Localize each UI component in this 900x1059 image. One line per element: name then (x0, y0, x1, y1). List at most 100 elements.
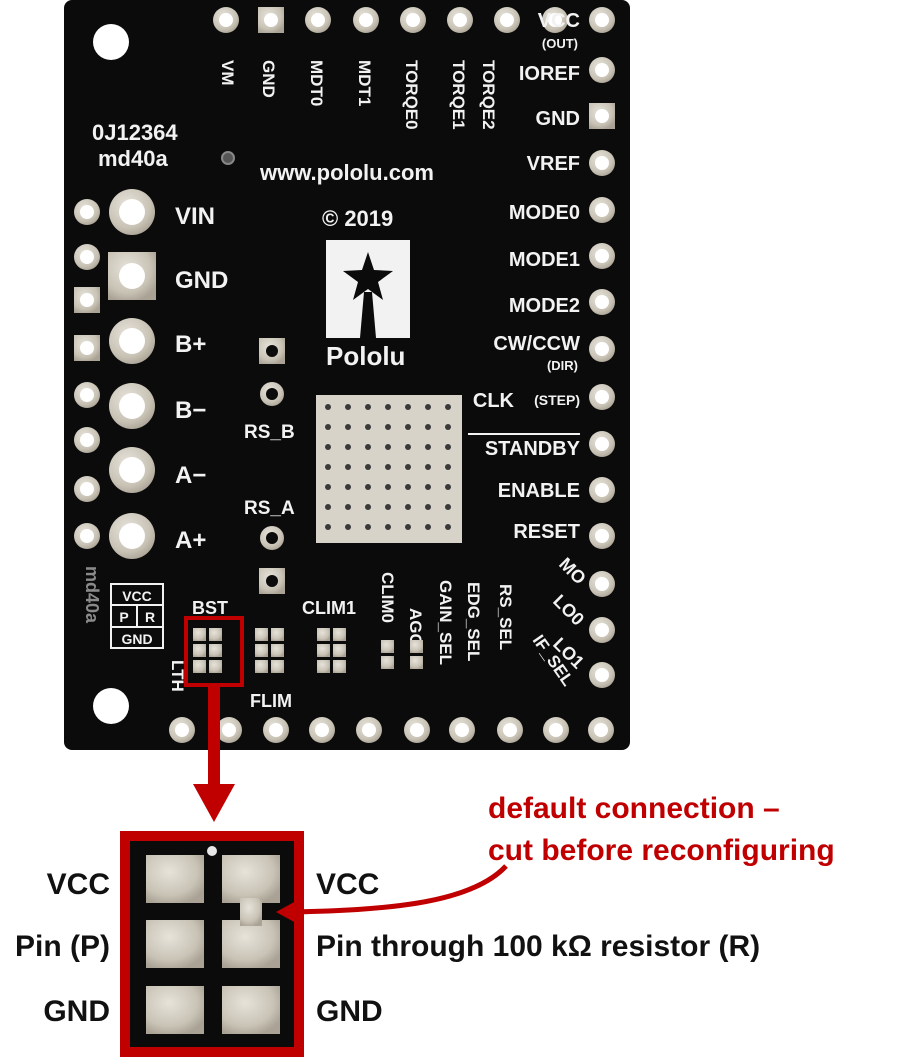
pin-label-cw-ccw: CW/CCW (493, 333, 580, 355)
jumper-pad-group (317, 628, 346, 673)
right-pin-hole (589, 57, 615, 83)
bottom-pin-hole (588, 717, 614, 743)
pin-label-enable: ENABLE (498, 480, 580, 502)
pin-sublabel-step: (STEP) (534, 392, 580, 408)
top-pin-hole (213, 7, 239, 33)
right-pin-hole (589, 523, 615, 549)
terminal-side-hole (74, 523, 100, 549)
top-pin-hole (494, 7, 520, 33)
closeup-pad-gnd-right (222, 986, 280, 1034)
pin-label-torqe1: TORQE1 (449, 60, 468, 130)
closeup-pad-pin-left (146, 920, 204, 968)
pin-label-torqe2: TORQE2 (479, 60, 498, 130)
right-pin-hole (589, 431, 615, 457)
legend-p: P (119, 609, 128, 625)
config-label-bst: BST (192, 598, 228, 618)
config-label-agc: AGC (406, 608, 425, 646)
jumper-pad-group (255, 628, 284, 673)
jumper-pad-group (410, 640, 423, 669)
zoom-arrow (193, 684, 235, 822)
rs-a-label: RS_A (244, 498, 295, 519)
note-line-2: cut before reconfiguring (488, 834, 835, 867)
top-pin-hole (305, 7, 331, 33)
jumper-closeup (120, 831, 304, 1057)
right-label-gnd: GND (316, 995, 383, 1028)
pin-label-mode2: MODE2 (509, 295, 580, 317)
terminal-side-hole (74, 427, 100, 453)
right-label-vcc: VCC (316, 868, 379, 901)
right-pin-hole (589, 197, 615, 223)
copyright: © 2019 (322, 206, 393, 231)
right-label-pin-resistor: Pin through 100 kΩ resistor (R) (316, 930, 760, 963)
config-label-gain-sel: GAIN_SEL (436, 580, 455, 665)
jumper-legend: VCC P R GND (110, 583, 164, 649)
closeup-pad-vcc-left (146, 855, 204, 903)
terminal-side-hole (74, 287, 100, 313)
top-pin-labels: VM GND MDT0 MDT1 TORQE0 TORQE1 TORQE2 (218, 60, 498, 130)
bottom-pin-hole (356, 717, 382, 743)
right-pin-hole (589, 336, 615, 362)
bottom-pin-row (169, 717, 614, 743)
top-pin-hole (542, 7, 568, 33)
terminal-label-gnd: GND (175, 267, 228, 294)
top-pin-hole (400, 7, 426, 33)
note-line-1: default connection – (488, 792, 780, 825)
right-pin-hole (589, 617, 615, 643)
note-pointer-head (276, 901, 296, 923)
config-label-flim: FLIM (250, 691, 292, 711)
pin-label-mode1: MODE1 (509, 249, 580, 271)
terminal-label-b-minus: B− (175, 397, 206, 424)
terminal-side-hole (74, 476, 100, 502)
website-url: www.pololu.com (259, 160, 434, 185)
tree-trunk-icon (360, 292, 376, 338)
right-pin-labels: VCC (OUT) IOREF GND VREF MODE0 MODE1 MOD… (468, 10, 590, 673)
bottom-pin-hole (497, 717, 523, 743)
pin-label-mode0: MODE0 (509, 202, 580, 224)
mounting-hole-bottom (93, 688, 129, 724)
bottom-pin-hole (543, 717, 569, 743)
terminal-side-hole (74, 382, 100, 408)
pin-label-mdt0: MDT0 (307, 60, 326, 106)
jumper-pad-group (193, 628, 222, 673)
power-terminal-labels: VIN GND B+ B− A− A+ (175, 203, 228, 554)
closeup-default-trace (240, 898, 262, 926)
terminal-side-hole (74, 244, 100, 270)
part-id: 0J12364 (92, 120, 178, 145)
pin-label-mdt1: MDT1 (355, 60, 374, 106)
motor-power-terminals (74, 189, 156, 559)
sense-resistor-pads: RS_B RS_A (244, 338, 295, 594)
terminal-pad (108, 252, 156, 300)
right-pin-hole (589, 7, 615, 33)
bottom-pin-hole (216, 717, 242, 743)
terminal-side-hole (74, 335, 100, 361)
left-label-pin: Pin (P) (15, 930, 110, 963)
terminal-label-vin: VIN (175, 203, 215, 230)
board-body (64, 0, 630, 750)
terminal-pad (109, 447, 155, 493)
right-pin-hole (589, 150, 615, 176)
config-label-clim0: CLIM0 (378, 572, 397, 623)
note-pointer-arrow (291, 864, 508, 915)
config-label-clim1: CLIM1 (302, 598, 356, 618)
right-pin-hole (589, 103, 615, 129)
pin-label-gnd-right: GND (536, 108, 580, 130)
bottom-pin-hole (309, 717, 335, 743)
pin-label-torqe0: TORQE0 (402, 60, 421, 130)
pin-sublabel-dir: (DIR) (547, 358, 578, 373)
closeup-pad-gnd-left (146, 986, 204, 1034)
right-pin-hole (589, 243, 615, 269)
right-pin-hole (589, 662, 615, 688)
bottom-pin-hole (404, 717, 430, 743)
pin-label-gnd-top: GND (259, 60, 278, 98)
pin-label-reset: RESET (513, 521, 580, 543)
pin-label-vm: VM (218, 60, 237, 86)
closeup-pad-pin-right (222, 920, 280, 968)
terminal-pad (109, 383, 155, 429)
pin-label-standby: STANDBY (485, 438, 581, 460)
bottom-pin-hole (263, 717, 289, 743)
pin-sublabel-out: (OUT) (542, 36, 578, 51)
terminal-side-hole (74, 199, 100, 225)
thermal-pad (316, 395, 462, 543)
closeup-pad-vcc-right (222, 855, 280, 903)
